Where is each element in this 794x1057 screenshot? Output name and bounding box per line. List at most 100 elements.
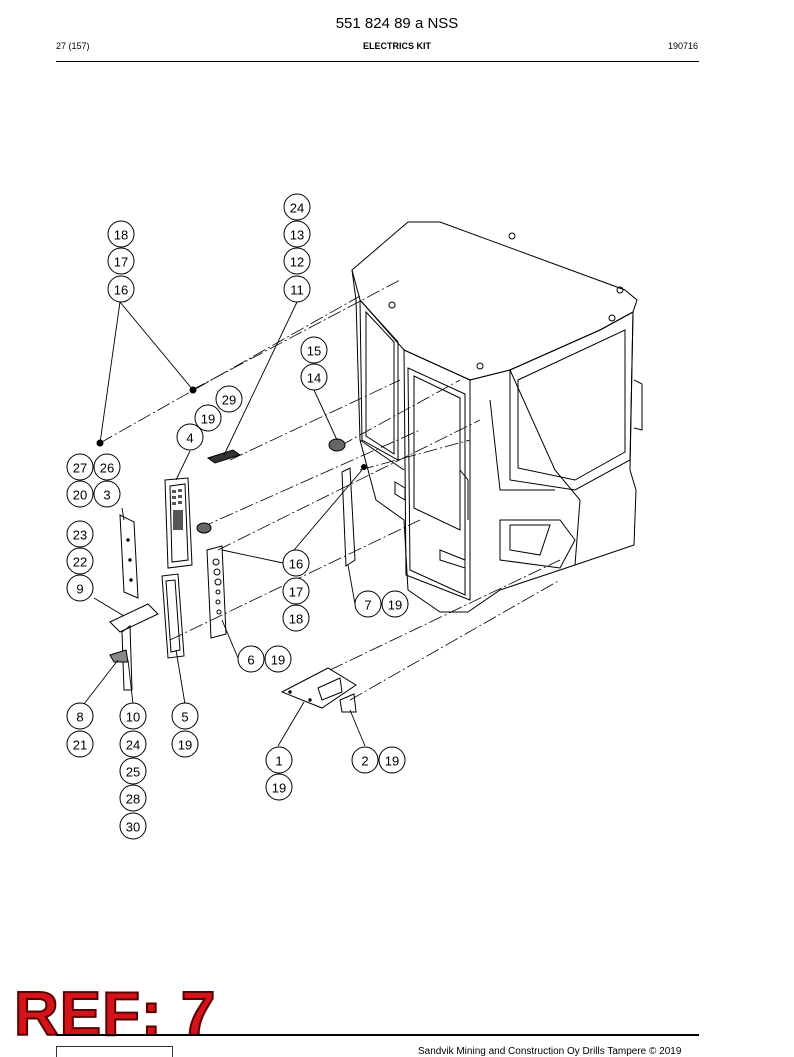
callout-label: 19 [271, 653, 285, 668]
callout-circle [194, 404, 222, 432]
callout-label: 24 [290, 201, 304, 216]
callout-23: 23 [66, 520, 94, 548]
callout-circle [283, 220, 311, 248]
callout-label: 19 [178, 738, 192, 753]
callout-circle [282, 604, 310, 632]
callout-label: 5 [181, 710, 188, 725]
sandvik-logo [56, 1046, 173, 1057]
callout-circle [66, 730, 94, 758]
callout-19: 19 [171, 730, 199, 758]
callout-15: 15 [300, 336, 328, 364]
callout-circle [66, 702, 94, 730]
cabin-illustration [351, 221, 643, 613]
callout-circle [171, 702, 199, 730]
callout-11: 11 [283, 275, 311, 303]
document-number: 551 824 89 a NSS [335, 15, 459, 32]
callout-circle [119, 812, 147, 840]
parts [96, 386, 367, 713]
callout-label: 7 [364, 598, 371, 613]
callout-16: 16 [107, 275, 135, 303]
callout-label: 24 [126, 738, 140, 753]
callout-circle [66, 574, 94, 602]
callout-circle [171, 730, 199, 758]
callout-circle [215, 385, 243, 413]
callout-label: 30 [126, 820, 140, 835]
callout-16: 16 [282, 549, 310, 577]
callout-label: 8 [76, 710, 83, 725]
callout-label: 1 [275, 754, 282, 769]
callout-circle [381, 590, 409, 618]
callout-label: 21 [73, 738, 87, 753]
callout-circle [119, 730, 147, 758]
callout-3: 3 [93, 480, 121, 508]
callout-19: 19 [378, 746, 406, 774]
callout-label: 28 [126, 792, 140, 807]
callout-13: 13 [283, 220, 311, 248]
callout-6: 6 [237, 645, 265, 673]
callout-label: 19 [201, 412, 215, 427]
callout-circle [176, 423, 204, 451]
callout-circle [66, 520, 94, 548]
callout-circle [300, 336, 328, 364]
callout-circle [66, 480, 94, 508]
callout-12: 12 [283, 247, 311, 275]
section-title: ELECTRICS KIT [362, 41, 431, 51]
callout-label: 22 [73, 555, 87, 570]
callout-22: 22 [66, 547, 94, 575]
revision-date: 190716 [667, 41, 698, 51]
callout-label: 19 [385, 754, 399, 769]
callout-circle [107, 220, 135, 248]
callout-circle [282, 577, 310, 605]
callout-circle [265, 773, 293, 801]
callout-circle [283, 275, 311, 303]
callout-circle [237, 645, 265, 673]
callout-label: 13 [290, 228, 304, 243]
callout-30: 30 [119, 812, 147, 840]
callout-label: 3 [103, 488, 110, 503]
leader-lines [83, 301, 366, 747]
callout-label: 29 [222, 393, 236, 408]
callout-1: 1 [265, 746, 293, 774]
callout-10: 10 [119, 702, 147, 730]
callout-label: 11 [290, 283, 304, 298]
callout-7: 7 [354, 590, 382, 618]
callout-label: 23 [73, 528, 87, 543]
callout-label: 17 [289, 585, 303, 600]
callout-circle [283, 247, 311, 275]
callout-label: 2 [361, 754, 368, 769]
callout-circle [66, 453, 94, 481]
callout-24: 24 [119, 730, 147, 758]
callout-circle [300, 363, 328, 391]
callout-label: 26 [100, 461, 114, 476]
callout-circle [283, 193, 311, 221]
callout-circle [66, 547, 94, 575]
assembly-lines [99, 279, 561, 701]
callout-label: 27 [73, 461, 87, 476]
callout-21: 21 [66, 730, 94, 758]
callout-18: 18 [282, 604, 310, 632]
header-rule [56, 61, 699, 62]
callout-label: 19 [272, 781, 286, 796]
callout-14: 14 [300, 363, 328, 391]
callout-24: 24 [283, 193, 311, 221]
callout-29: 29 [215, 385, 243, 413]
callout-circle [265, 746, 293, 774]
callout-label: 19 [388, 598, 402, 613]
callout-circle [93, 453, 121, 481]
callout-17: 17 [282, 577, 310, 605]
callout-27: 27 [66, 453, 94, 481]
callout-19: 19 [194, 404, 222, 432]
callout-4: 4 [176, 423, 204, 451]
callout-circle [107, 247, 135, 275]
callout-circle [378, 746, 406, 774]
callout-label: 18 [114, 228, 128, 243]
callout-label: 16 [289, 557, 303, 572]
callout-label: 20 [73, 488, 87, 503]
callout-2: 2 [351, 746, 379, 774]
page-number: 27 (157) [56, 41, 90, 51]
callout-circle [119, 757, 147, 785]
callout-28: 28 [119, 784, 147, 812]
callout-label: 4 [186, 431, 193, 446]
